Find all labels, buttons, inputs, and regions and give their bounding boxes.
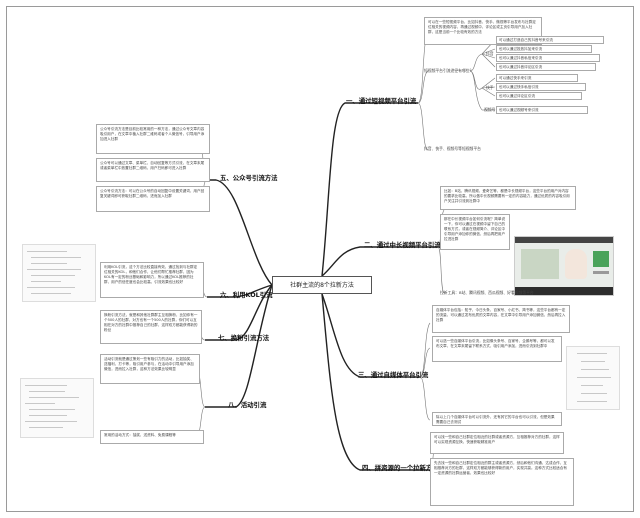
branch-self-media[interactable]: 三、通过自媒体平台引流 <box>358 371 429 379</box>
branch-long-video[interactable]: 二、通过中长视频平台引流 <box>364 241 441 249</box>
branch-resource-swap[interactable]: 四、拼资源的一个拉新方法 <box>362 464 439 472</box>
b1-kuaishou-item: 也可以通过评论区引流 <box>496 92 582 100</box>
b8-body-note: 活动引流就是通过策划一些有吸引力的活动，比如抽奖、送福利、打卡等，吸引用户参与，… <box>100 354 200 384</box>
b5-intro-note: 公众号引流方法是目前比较常用的一种方法，通过公众号文章内容吸引用户，在文章中植入… <box>96 124 210 154</box>
b3-body-note: 可以选一些自媒体平台引流，比如像头条号、百家号、企鹅号等，都可以发布文章，在文章… <box>432 336 562 362</box>
branch-kol[interactable]: 六、利用KOL引流 <box>220 291 273 299</box>
b5-body1-note: 公众号可以通过文章、菜单栏、自动回复等方式引流，在文章末尾或者菜单栏中放置社群二… <box>96 158 210 182</box>
b3-footer-note: 除以上几个自媒体平台可以引流外，还有其它的平台也可以引流，但是效果需要自己去测试 <box>432 412 562 426</box>
b1-douyin-item: 也可以通过抖音评论区引流 <box>496 63 596 71</box>
b1-intro-note: 可以在一些短视频平台，比如抖音、快手、微视等平台发布与社群定位相关的视频内容，再… <box>424 17 542 45</box>
b1-kuaishou-item: 也可以通过快手私信引流 <box>496 83 586 91</box>
branch-official-account[interactable]: 五、公众号引流方法 <box>220 174 278 182</box>
b7-body-note: 换粉引流方法，就是和其他社群群主互相换粉，比如你有一个500人的社群，对方也有一… <box>100 310 202 344</box>
b8-outline-thumbnail <box>20 378 94 438</box>
b5-body2-note: 公众号引流方法：可以在公众号的自动回复中设置关键词，用户回复关键词即可获取社群二… <box>96 186 210 212</box>
b1-kuaishou-item: 可以通过快手来引流 <box>496 74 578 82</box>
b2-body-note: 那在中长视频平台如何引流呢？简单说一下，你可以通过在视频中留下自己的联系方式，或… <box>440 214 510 250</box>
b1-channels-item: 也可以通过视频号来引流 <box>496 106 588 114</box>
b1-question: 短视频平台引流途径有哪些？ <box>424 68 474 73</box>
b1-douyin-item: 也可以通过抖音私信来引流 <box>496 54 600 62</box>
b2-intro-note: 比如：B站、腾讯视频、爱奇艺等，都是中长视频平台，这些平台的用户对内容的要求比较… <box>440 186 576 210</box>
branch-activity[interactable]: 八、活动引流 <box>228 401 267 409</box>
video-screenshot-image <box>514 236 614 296</box>
b1-footer-note: 抖音、快手、视频号等短视频平台 <box>424 146 481 151</box>
b2-footer-note: 拉新工具：B站、腾讯视频、西瓜视频、好看视频等平台 <box>440 290 534 295</box>
b8-footer-note: 常用的活动方式：抽奖、送资料、免费课程等 <box>100 430 204 444</box>
central-topic[interactable]: 社群主流的8个拉新方法 <box>272 276 372 294</box>
b3-outline-thumbnail <box>566 346 620 410</box>
b4-intro-note: 可以找一些和自己社群定位相近的社群或者资源方，互相推荐对方的社群，这样可以实现资… <box>430 432 564 454</box>
b1-douyin-item: 可以通过打造自己的抖音号来引流 <box>496 36 604 44</box>
branch-short-video[interactable]: 一、通过短视频平台引流 <box>346 97 417 105</box>
b1-douyin-item: 也可以通过投放抖加来引流 <box>496 45 592 53</box>
b1-group-kuaishou: 快手 <box>486 85 494 90</box>
b4-body-note: 先去找一些和自己社群定位相近的群主或者资源方，然后和他们沟通，达成合作，互相推荐… <box>430 458 574 506</box>
b3-intro-note: 自媒体平台包括：知乎、今日头条、百家号、小红书、简书等，这些平台都有一定的流量，… <box>432 305 570 333</box>
b6-outline-thumbnail <box>22 244 96 302</box>
b6-body-note: 利用KOL引流，这个方法比较直接有效，通过找到与社群定位相关的KOL，和他们合作… <box>100 262 204 298</box>
branch-fan-swap[interactable]: 七、换粉引流方法 <box>218 334 270 342</box>
b1-group-douyin: 抖音 <box>486 51 494 56</box>
b1-group-channels: 视频号 <box>484 107 496 112</box>
